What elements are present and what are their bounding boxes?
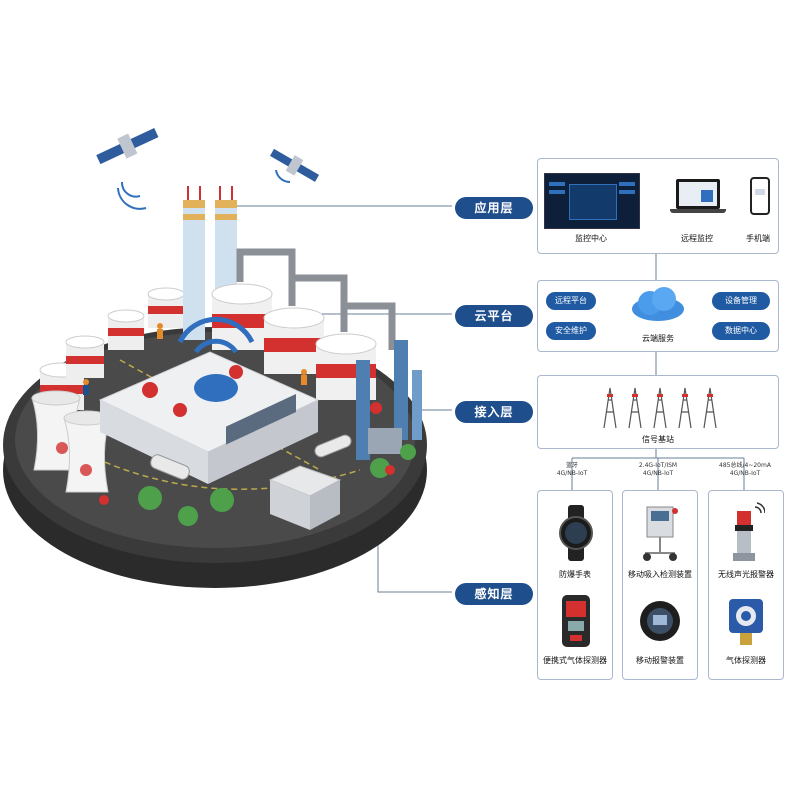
small-buildings	[268, 428, 402, 530]
device-mobile-inhalation-detector: 移动吸入检测装置	[628, 570, 692, 579]
protocol-col3-line1: 485总线/4~20mA	[719, 462, 771, 469]
satellite-icon-left	[96, 128, 159, 165]
cloud-pill-remote-platform: 远程平台	[546, 292, 596, 310]
storage-tanks-left	[39, 287, 185, 410]
wireless-alarm-icon	[733, 502, 765, 561]
device-box-col1: 防爆手表 便携式气体探测器	[537, 490, 613, 680]
protocol-col2-line2: 4G/NB-IoT	[642, 470, 674, 477]
protocol-col3: 485总线/4~20mA 4G/NB-IoT	[716, 462, 774, 478]
main-building	[98, 317, 320, 484]
layer-tag-cloud: 云平台	[455, 305, 533, 327]
alert-markers	[99, 402, 395, 505]
laptop-icon	[676, 179, 720, 209]
signal-tower-icons	[603, 387, 717, 429]
mobile-detector-icon	[643, 506, 678, 561]
device-wireless-sound-light-alarm: 无线声光报警器	[718, 570, 774, 579]
mobile-alarm-icon	[640, 601, 680, 641]
gas-detector-icon	[729, 599, 763, 645]
application-layer-box: 监控中心 远程监控 手机端	[537, 158, 779, 254]
satellite-icon-right	[270, 148, 320, 182]
device-box-col2: 移动吸入检测装置 移动报警装置	[622, 490, 698, 680]
protocol-col1-line1: 蓝牙	[565, 462, 578, 469]
cloud-pill-device-management: 设备管理	[712, 292, 770, 310]
portable-detector-icon	[562, 595, 590, 647]
cloud-icon	[632, 287, 684, 321]
protocol-col1-line2: 4G/NB-IoT	[556, 470, 588, 477]
tanker-trucks	[150, 434, 352, 480]
access-layer-box: 信号基站	[537, 375, 779, 449]
phone-icon	[750, 177, 770, 215]
cloud-pill-data-center: 数据中心	[712, 322, 770, 340]
watch-icon	[559, 505, 593, 561]
workers	[83, 323, 307, 395]
device-gas-detector: 气体探测器	[726, 656, 766, 665]
app-item-mobile: 手机端	[746, 234, 770, 243]
device-portable-gas-detector: 便携式气体探测器	[543, 656, 607, 665]
app-item-monitor-center: 监控中心	[575, 234, 607, 243]
device-mobile-alarm: 移动报警装置	[636, 656, 684, 665]
layer-tag-perception: 感知层	[455, 583, 533, 605]
cloud-platform-box: 远程平台 设备管理 安全维护 数据中心 云端服务	[537, 280, 779, 352]
monitor-center-screen	[544, 173, 640, 229]
trees	[138, 444, 416, 526]
protocol-col1: 蓝牙 4G/NB-IoT	[548, 462, 596, 478]
cloud-center-label: 云端服务	[642, 334, 674, 343]
blue-pipes	[356, 340, 422, 460]
layer-tag-application: 应用层	[455, 197, 533, 219]
access-label: 信号基站	[642, 435, 674, 444]
cooling-towers	[31, 390, 111, 493]
app-item-remote-monitor: 远程监控	[681, 234, 713, 243]
protocol-col3-line2: 4G/NB-IoT	[729, 470, 761, 477]
device-explosion-proof-watch: 防爆手表	[559, 570, 591, 579]
device-box-col3: 无线声光报警器 气体探测器	[708, 490, 784, 680]
protocol-col2-line1: 2.4G-IoT/ISM	[638, 462, 678, 469]
layer-tag-access: 接入层	[455, 401, 533, 423]
protocol-col2: 2.4G-IoT/ISM 4G/NB-IoT	[632, 462, 684, 478]
cloud-pill-security: 安全维护	[546, 322, 596, 340]
